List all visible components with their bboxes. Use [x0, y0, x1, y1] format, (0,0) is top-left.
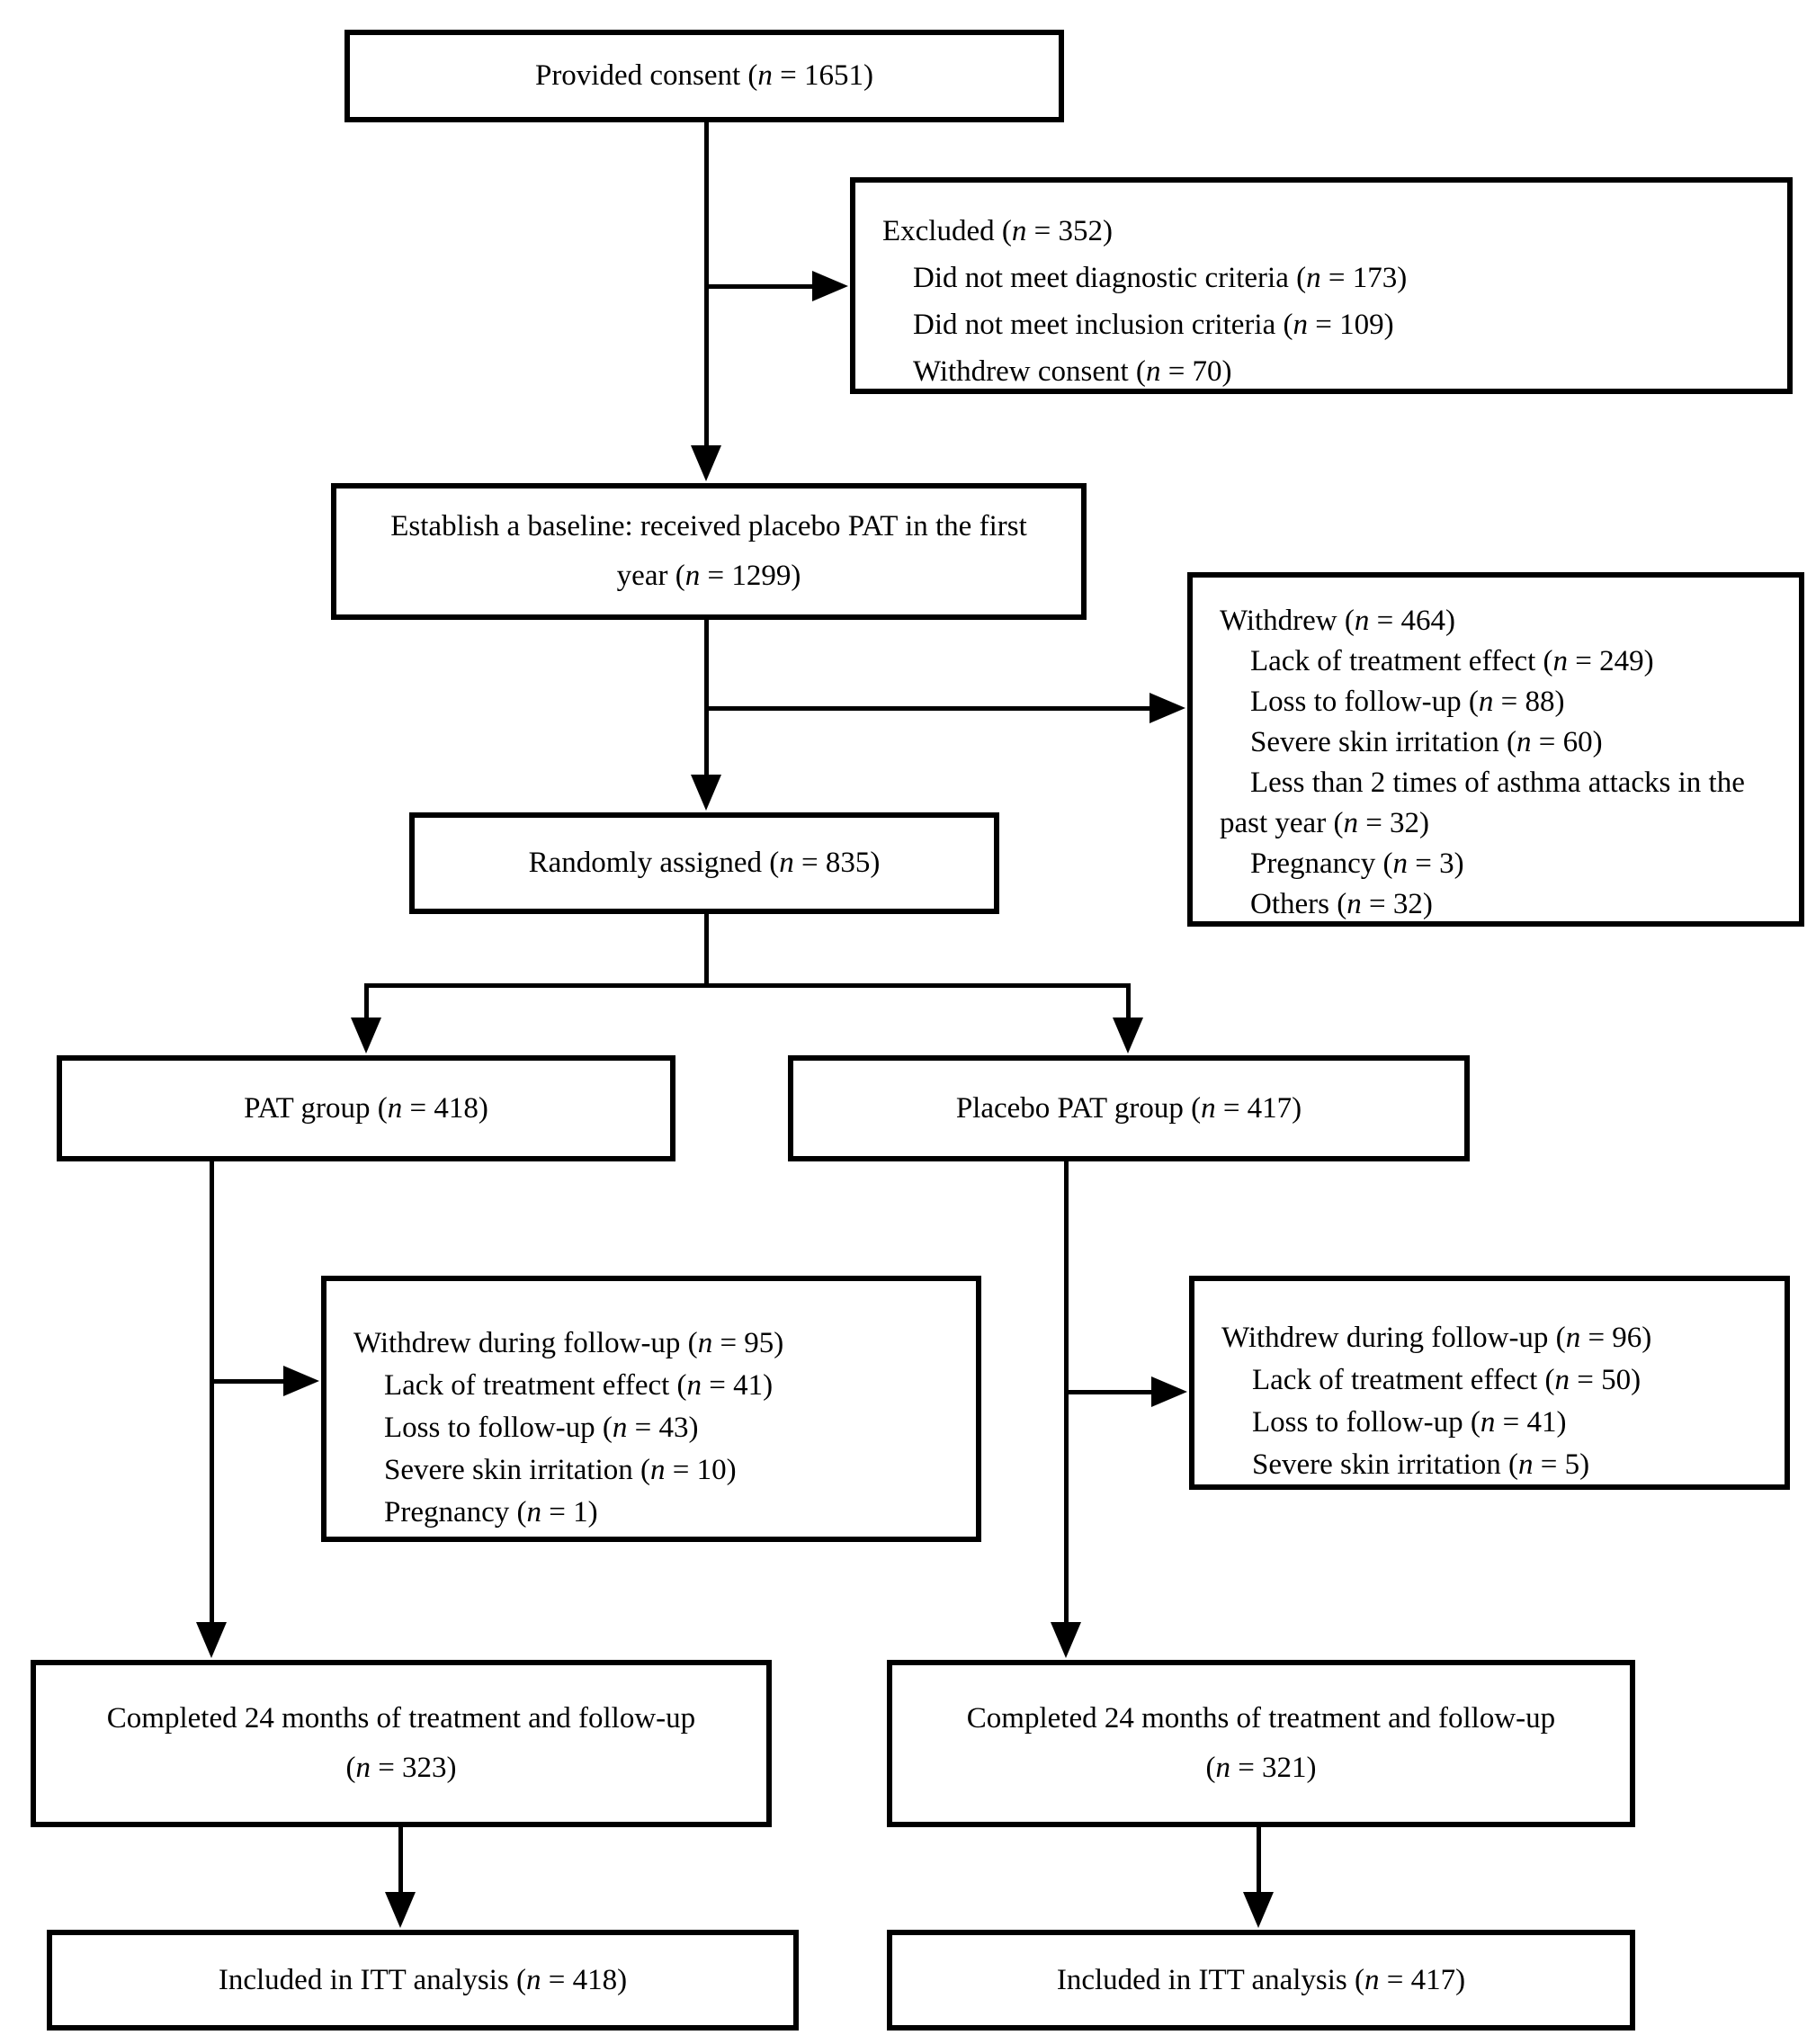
box-text-line: Lack of treatment effect (n = 249) — [1250, 645, 1654, 677]
connector-pat-to-completed — [210, 1161, 214, 1624]
box-placebo-pat-group: Placebo PAT group (n = 417) — [788, 1055, 1470, 1161]
arrowhead-into-completed-placebo — [1051, 1622, 1081, 1658]
connector-baseline-to-randomized — [704, 620, 709, 777]
box-text-line: Did not meet diagnostic criteria (n = 17… — [913, 262, 1408, 294]
box-text-line: PAT group (n = 418) — [244, 1091, 488, 1125]
connector-split-bar — [364, 983, 1131, 988]
connector-split-to-placebo — [1126, 986, 1131, 1020]
connector-completed-placebo-to-itt — [1257, 1826, 1261, 1894]
box-provided-consent: Provided consent (n = 1651) — [344, 30, 1064, 122]
connector-randomized-stem — [704, 913, 709, 986]
connector-branch-to-excluded — [704, 284, 814, 289]
box-completed-placebo: Completed 24 months of treatment and fol… — [887, 1660, 1635, 1827]
arrowhead-into-baseline — [691, 445, 721, 481]
box-text-line: Completed 24 months of treatment and fol… — [106, 1702, 696, 1735]
box-text-line: Others (n = 32) — [1250, 888, 1433, 920]
box-text-line: Loss to follow-up (n = 41) — [1252, 1406, 1567, 1439]
arrowhead-into-itt-placebo — [1243, 1892, 1274, 1928]
box-text-line: Randomly assigned (n = 835) — [528, 847, 881, 879]
box-baseline: Establish a baseline: received placebo P… — [331, 483, 1087, 620]
arrowhead-into-pat-group — [351, 1018, 381, 1053]
box-withdrew-followup-placebo: Withdrew during follow-up (n = 96) Lack o… — [1189, 1276, 1790, 1490]
box-text-line: Withdrew during follow-up (n = 95) — [353, 1327, 784, 1359]
arrowhead-into-withdrew-pat — [283, 1366, 319, 1396]
box-withdrew-followup-pat: Withdrew during follow-up (n = 95) Lack o… — [321, 1276, 981, 1542]
box-text-line: Severe skin irritation (n = 60) — [1250, 726, 1603, 758]
arrowhead-into-itt-pat — [385, 1892, 416, 1928]
connector-split-to-pat — [364, 986, 369, 1020]
box-randomly-assigned: Randomly assigned (n = 835) — [409, 812, 999, 914]
box-text-line: (n = 321) — [1205, 1752, 1317, 1784]
box-text-line: Placebo PAT group (n = 417) — [955, 1091, 1302, 1125]
arrowhead-into-placebo-group — [1113, 1018, 1143, 1053]
connector-branch-to-withdrew-placebo — [1064, 1390, 1153, 1394]
arrowhead-into-withdrew-placebo — [1151, 1376, 1187, 1407]
box-text-line: Pregnancy (n = 1) — [384, 1496, 598, 1529]
box-text-line: Withdrew (n = 464) — [1220, 605, 1455, 637]
box-text-line: Did not meet inclusion criteria (n = 109… — [913, 309, 1394, 341]
box-text-line: Severe skin irritation (n = 10) — [384, 1454, 737, 1486]
box-text-line: Completed 24 months of treatment and fol… — [966, 1702, 1556, 1735]
box-text-line: Provided consent (n = 1651) — [534, 59, 874, 92]
box-text-line: Included in ITT analysis (n = 418) — [218, 1963, 628, 1996]
box-text-line: Withdrew during follow-up (n = 96) — [1221, 1322, 1652, 1354]
box-text-line: Loss to follow-up (n = 43) — [384, 1412, 699, 1444]
box-text-line: past year (n = 32) — [1220, 807, 1430, 839]
box-text-line: Included in ITT analysis (n = 417) — [1056, 1963, 1466, 1996]
arrowhead-into-randomized — [691, 775, 721, 811]
box-itt-pat: Included in ITT analysis (n = 418) — [47, 1930, 799, 2031]
box-text-line: Establish a baseline: received placebo P… — [390, 510, 1027, 542]
box-text-line: Withdrew consent (n = 70) — [913, 355, 1232, 388]
box-text-line: Lack of treatment effect (n = 41) — [384, 1369, 774, 1402]
connector-completed-pat-to-itt — [398, 1826, 403, 1894]
box-text-line: year (n = 1299) — [616, 560, 801, 592]
box-text-line: Loss to follow-up (n = 88) — [1250, 686, 1565, 718]
box-itt-placebo: Included in ITT analysis (n = 417) — [887, 1930, 1635, 2031]
box-text-line: Excluded (n = 352) — [882, 215, 1113, 247]
box-text-line: Pregnancy (n = 3) — [1250, 847, 1464, 880]
box-withdrew-baseline: Withdrew (n = 464) Lack of treatment effe… — [1187, 572, 1804, 927]
box-pat-group: PAT group (n = 418) — [57, 1055, 675, 1161]
box-text-line: Severe skin irritation (n = 5) — [1252, 1448, 1590, 1481]
arrowhead-into-withdrew-baseline — [1150, 693, 1185, 723]
box-excluded: Excluded (n = 352) Did not meet diagnosti… — [850, 177, 1793, 394]
box-text-line: (n = 323) — [345, 1752, 457, 1784]
box-text-line: Less than 2 times of asthma attacks in t… — [1250, 766, 1745, 799]
arrowhead-into-completed-pat — [196, 1622, 227, 1658]
connector-branch-to-withdrew-pat — [210, 1379, 285, 1384]
connector-branch-to-withdrew-baseline — [704, 706, 1151, 711]
box-text-line: Lack of treatment effect (n = 50) — [1252, 1364, 1642, 1396]
box-completed-pat: Completed 24 months of treatment and fol… — [31, 1660, 772, 1827]
arrowhead-into-excluded — [812, 271, 848, 301]
